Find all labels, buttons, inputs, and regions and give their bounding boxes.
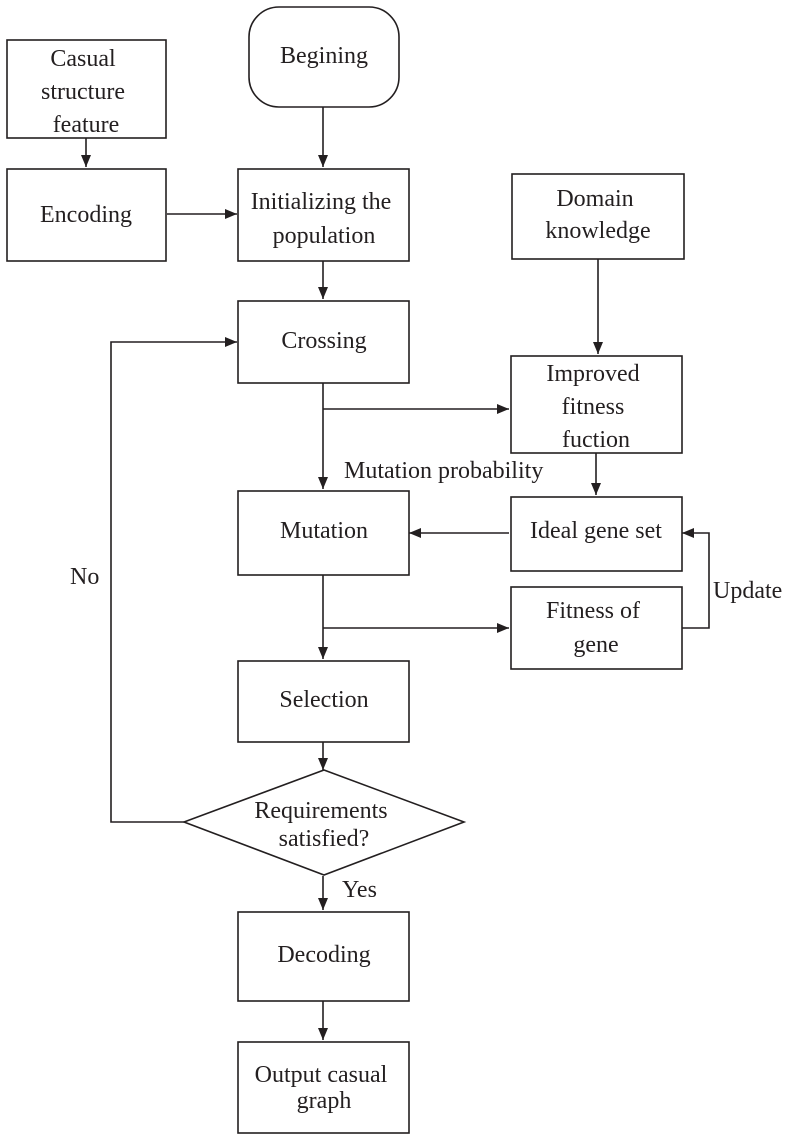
svg-text:Domain knowledge: Domain knowledge [545,186,650,244]
svg-text:Mutation: Mutation [280,518,368,544]
node-improved-fitness-function: Improved fitness fuction [510,355,683,454]
output-line-1: Output casual [255,1062,388,1088]
casual-structure-line-3: feature [53,112,120,138]
improved-line-2: fitness [562,394,625,420]
requirements-line-2: satisfied? [279,826,370,852]
casual-structure-line-2: structure [41,79,125,105]
improved-line-3: fuction [562,427,630,453]
label-mutation-probability: Mutation probability [344,458,543,484]
svg-text:Improved fitness f: Improved fitness fuction [546,361,645,453]
improved-line-1: Improved [546,361,639,387]
node-selection: Selection [237,660,410,743]
ideal-gene-set-label: Ideal gene set [530,518,662,544]
node-initializing-population: Initializing the population [237,168,410,262]
node-output-casual-graph: Output casual graph [237,1041,410,1134]
svg-text:Selection: Selection [279,687,368,713]
domain-line-1: Domain [556,186,633,212]
label-no: No [70,564,99,590]
begining-label: Begining [280,43,368,69]
edges [81,107,710,1040]
svg-text:Casual structure f: Casual structure feature [41,46,131,138]
node-domain-knowledge: Domain knowledge [511,173,685,260]
node-casual-structure-feature: Casual structure feature [6,39,167,139]
mutation-label: Mutation [280,518,368,544]
label-yes: Yes [342,877,377,903]
svg-text:Encoding: Encoding [40,202,132,228]
svg-text:Requirements satisfied?: Requirements satisfied? [254,798,393,852]
svg-text:Fitness of gene: Fitness of gene [546,598,646,658]
svg-text:Begining: Begining [280,43,368,69]
node-begining: Begining [248,6,400,108]
crossing-label: Crossing [281,328,366,354]
decoding-label: Decoding [277,942,370,968]
label-update: Update [713,578,782,604]
svg-text:Initializing the populat: Initializing the population [251,189,398,249]
requirements-line-1: Requirements [254,798,387,824]
initializing-line-1: Initializing the [251,189,392,215]
node-encoding: Encoding [6,168,167,262]
node-ideal-gene-set: Ideal gene set [510,496,683,572]
node-crossing: Crossing [237,300,410,384]
edge-fitness-update-ideal [682,528,710,629]
output-line-2: graph [297,1088,352,1114]
selection-label: Selection [279,687,368,713]
casual-structure-line-1: Casual [50,46,116,72]
fitness-of-gene-line-2: gene [573,632,618,658]
initializing-line-2: population [273,223,376,249]
svg-text:Output casual graph: Output casual graph [255,1062,394,1114]
node-requirements-satisfied: Requirements satisfied? [181,769,467,876]
encoding-label: Encoding [40,202,132,228]
domain-line-2: knowledge [545,218,650,244]
node-mutation: Mutation [237,490,410,576]
svg-text:Crossing: Crossing [281,328,366,354]
edge-requirements-no-crossing [110,337,237,823]
node-fitness-of-gene: Fitness of gene [510,586,683,670]
fitness-of-gene-line-1: Fitness of [546,598,640,624]
svg-text:Decoding: Decoding [277,942,370,968]
node-decoding: Decoding [237,911,410,1002]
svg-text:Ideal gene set: Ideal gene set [530,518,662,544]
